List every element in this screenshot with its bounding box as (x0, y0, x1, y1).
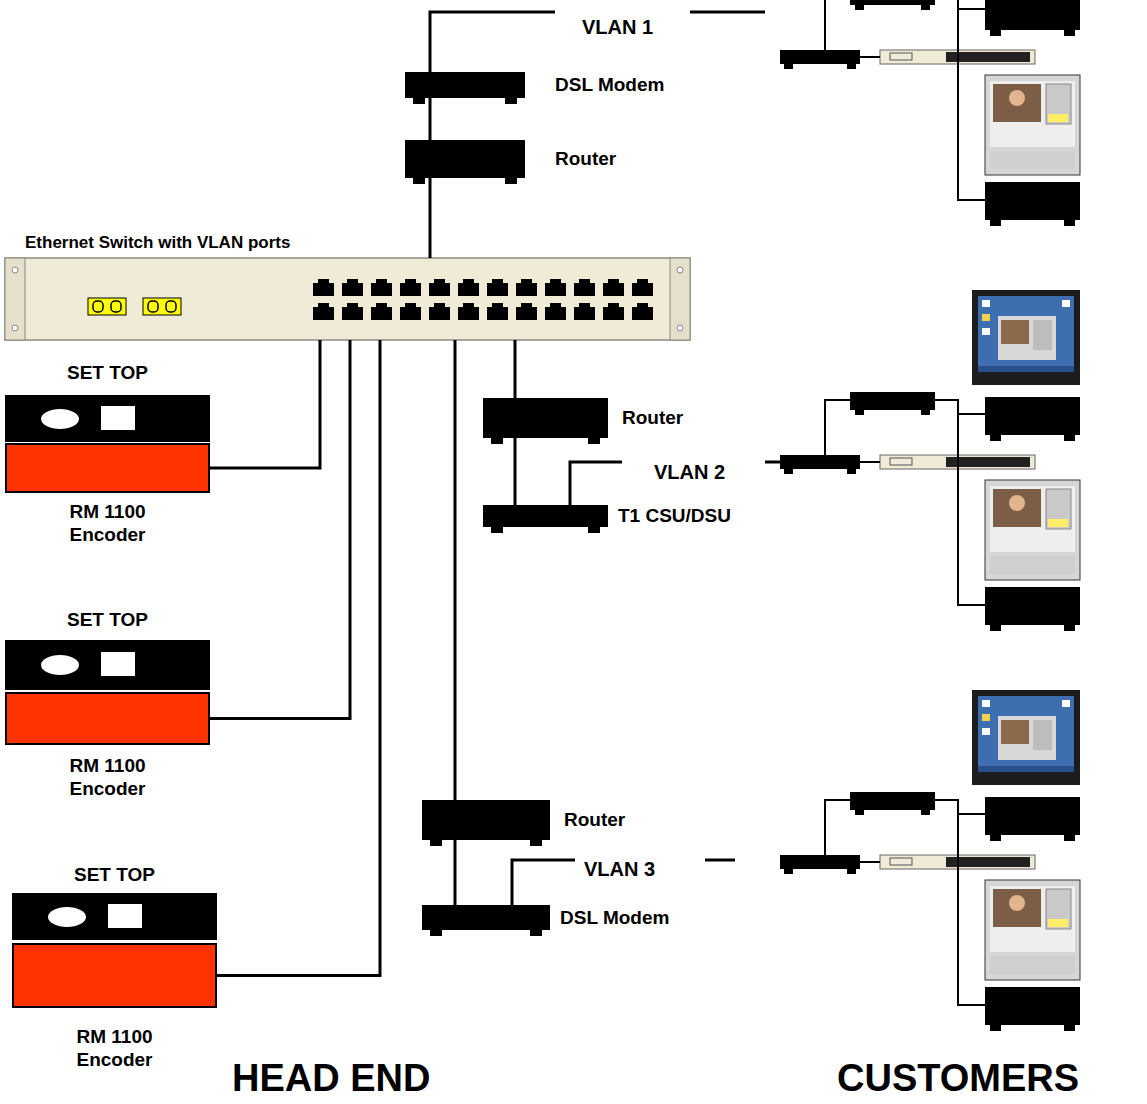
led-lamp (166, 301, 176, 312)
connector (514, 438, 517, 505)
router: Router (405, 140, 525, 178)
ethernet-switch: Ethernet Switch with VLAN ports (5, 258, 690, 340)
rack-hole (12, 267, 18, 273)
section-heading: CUSTOMERS (835, 1056, 1081, 1102)
node-label: SET TOP (74, 864, 155, 887)
connector (217, 340, 380, 976)
customer-site (780, 690, 1080, 1031)
connector (454, 840, 457, 905)
switch-chassis (5, 258, 690, 340)
connector (429, 98, 432, 140)
vlan-label: VLAN 1 (580, 15, 655, 39)
encoder: RM 1100 Encoder (12, 943, 217, 1008)
node-label: Router (564, 809, 625, 832)
section-heading: HEAD END (230, 1056, 432, 1102)
display-panel (101, 406, 135, 430)
connector (429, 178, 432, 258)
port-bank (542, 276, 658, 324)
rack-hole (677, 325, 683, 331)
set-top-box: SET TOP (12, 893, 217, 940)
node-label: Ethernet Switch with VLAN ports (25, 233, 290, 253)
node-label: RM 1100 Encoder (43, 755, 173, 801)
rack-hole (12, 325, 18, 331)
encoder: RM 1100 Encoder (5, 692, 210, 745)
status-led (143, 298, 181, 315)
led-lamp (93, 301, 103, 312)
node-label: T1 CSU/DSU (618, 505, 731, 528)
node-label: DSL Modem (560, 906, 669, 929)
display-window (48, 907, 86, 927)
encoder: RM 1100 Encoder (5, 443, 210, 493)
display-window (41, 409, 79, 429)
rack-ear (5, 258, 25, 340)
dsl-modem: DSL Modem (422, 905, 550, 930)
display-panel (108, 904, 142, 928)
node-label: RM 1100 Encoder (43, 501, 173, 547)
led-lamp (111, 301, 121, 312)
port-bank (310, 276, 426, 324)
port-bank (426, 276, 542, 324)
led-lamp (148, 301, 158, 312)
node-label: RM 1100 Encoder (50, 1026, 180, 1072)
vlan-line (512, 860, 575, 905)
vlan-line (765, 461, 780, 464)
vlan-line (690, 11, 765, 14)
rack-hole (677, 267, 683, 273)
set-top-box: SET TOP (5, 395, 210, 442)
status-led (88, 298, 126, 315)
set-top-box: SET TOP (5, 640, 210, 690)
connector (454, 340, 457, 800)
display-window (41, 655, 79, 675)
customer-site (780, 290, 1080, 631)
vlan-line (705, 859, 735, 862)
customer-site (780, 0, 1080, 226)
vlan-line (430, 12, 555, 72)
node-label: Router (555, 148, 616, 171)
csu-dsu: T1 CSU/DSU (483, 505, 608, 527)
display-panel (101, 652, 135, 676)
node-label: SET TOP (67, 609, 148, 632)
connector (514, 340, 517, 398)
node-label: SET TOP (67, 362, 148, 385)
rack-ear (670, 258, 690, 340)
connector (210, 340, 350, 719)
vlan-label: VLAN 2 (652, 460, 727, 484)
vlan-label: VLAN 3 (582, 857, 657, 881)
node-label: Router (622, 407, 683, 430)
node-label: DSL Modem (555, 74, 664, 97)
router: Router (422, 800, 550, 840)
connector (210, 340, 320, 468)
dsl-modem: DSL Modem (405, 72, 525, 98)
vlan-line (570, 462, 622, 505)
router: Router (483, 398, 608, 438)
